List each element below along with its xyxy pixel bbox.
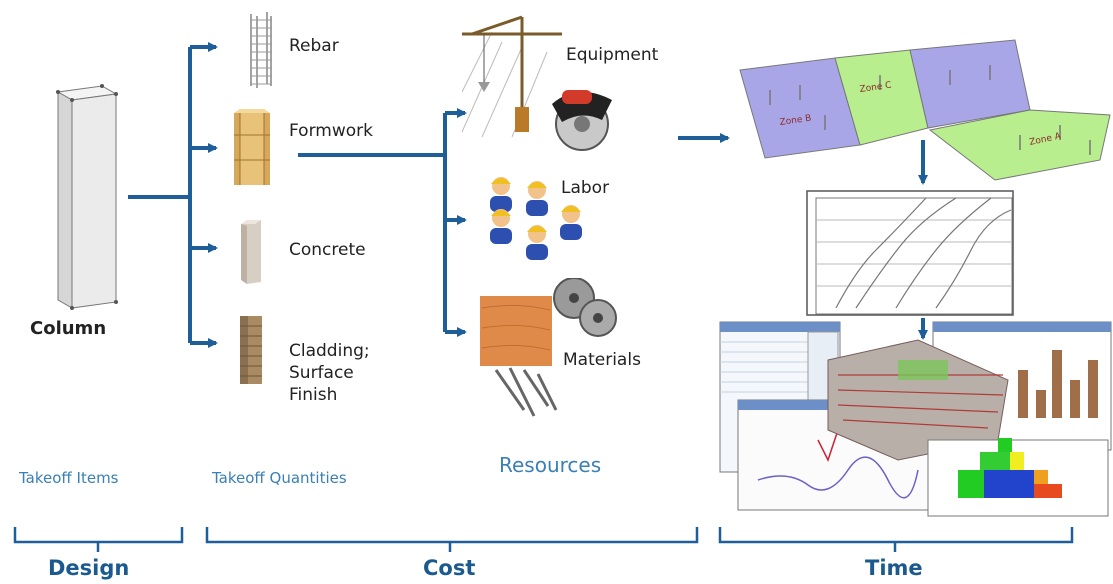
takeoff-items-caption: Takeoff Items [19, 469, 119, 487]
formwork-icon [234, 109, 270, 185]
crane-and-saw-icon [462, 15, 612, 151]
concrete-label: Concrete [289, 240, 366, 260]
materials-label: Materials [563, 350, 641, 370]
time-phase-label: Time [865, 556, 923, 580]
labor-label: Labor [561, 178, 610, 198]
resources-caption: Resources [499, 453, 602, 477]
concrete-block-icon [241, 220, 261, 284]
zone-b-label: Zone B [779, 114, 812, 128]
simulation-screens-icon [719, 321, 1112, 517]
column-label: Column [30, 318, 107, 339]
formwork-label: Formwork [289, 121, 373, 141]
design-bracket [13, 527, 184, 544]
cladding-icon [240, 316, 262, 384]
equipment-label: Equipment [566, 45, 659, 65]
column-icon [56, 84, 118, 310]
workers-icon [490, 177, 582, 260]
design-phase-label: Design [48, 556, 130, 580]
zone-floor-plan-icon: Zone B Zone C Zone A [739, 39, 1111, 181]
cost-bracket [205, 527, 699, 544]
zone-c-label: Zone C [859, 81, 892, 95]
rebar-cage-icon [250, 12, 272, 88]
takeoff-quantities-caption: Takeoff Quantities [212, 469, 347, 487]
materials-icon [480, 278, 617, 417]
cost-phase-label: Cost [423, 556, 476, 580]
time-bracket [718, 527, 1074, 544]
schedule-chart-icon [806, 190, 1014, 316]
rebar-label: Rebar [289, 36, 339, 56]
cladding-label: Cladding; Surface Finish [289, 341, 370, 405]
